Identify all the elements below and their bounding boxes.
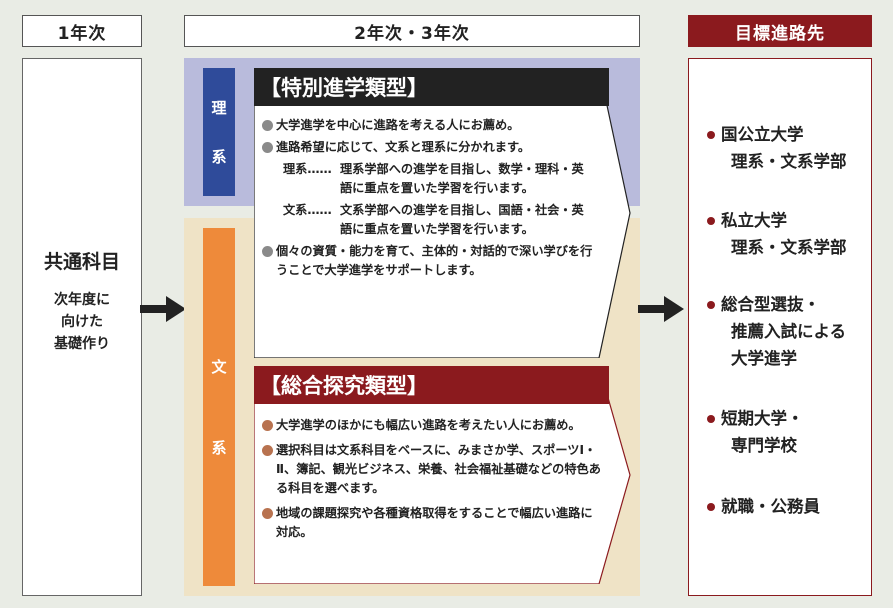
destination-item: 国公立大学 理系・文系学部 [707,121,847,175]
bullet-icon [262,445,273,456]
bullet-icon [707,415,715,423]
list-item: 文系…… 文系学部への進学を目指し、国語・社会・英語に重点を置いた学習を行います… [283,203,584,236]
destination-item: 私立大学 理系・文系学部 [707,207,847,261]
list-item: 大学進学を中心に進路を考える人にお薦め。 [262,116,604,135]
list-item: 地域の課題探究や各種資格取得をすることで幅広い進路に対応。 [262,504,604,542]
header-goal: 目標進路先 [688,15,872,47]
tokubetsu-title: 【特別進学類型】 [254,68,609,106]
list-item: 選択科目は文系科目をベースに、みまさか学、スポーツⅠ・Ⅱ、簿記、観光ビジネス、栄… [262,441,604,498]
humanities-track-label: 文 系 [203,228,235,586]
header-year1: 1年次 [22,15,142,47]
bullet-icon [707,131,715,139]
sogo-title: 【総合探究類型】 [254,366,609,404]
sogo-panel: 【総合探究類型】 大学進学のほかにも幅広い進路を考えたい人にお薦め。 選択科目は… [254,366,634,584]
arrow-right-icon [638,296,684,322]
destination-item: 短期大学・ 専門学校 [707,405,804,459]
list-item: 理系…… 理系学部への進学を目指し、数学・理科・英語に重点を置いた学習を行います… [283,162,584,195]
year1-subtitle: 次年度に 向けた 基礎作り [54,292,110,352]
science-track-label: 理 系 [203,68,235,196]
year1-box: 共通科目 次年度に 向けた 基礎作り [22,58,142,596]
bullet-icon [262,120,273,131]
list-item: 個々の資質・能力を育て、主体的・対話的で深い学びを行うことで大学進学をサポートし… [262,242,604,280]
bullet-icon [707,503,715,511]
bullet-icon [707,301,715,309]
bullet-icon [262,508,273,519]
destinations-box: 国公立大学 理系・文系学部 私立大学 理系・文系学部 総合型選抜・ 推薦入試によ… [688,58,872,596]
bullet-icon [262,420,273,431]
arrow-right-icon [140,296,186,322]
list-item: 進路希望に応じて、文系と理系に分かれます。 [262,138,604,157]
bullet-icon [707,217,715,225]
list-item: 大学進学のほかにも幅広い進路を考えたい人にお薦め。 [262,416,604,435]
destination-item: 就職・公務員 [707,493,820,520]
sogo-panel-shape [254,366,631,584]
tokubetsu-panel-shape [254,68,631,358]
tokubetsu-panel: 【特別進学類型】 大学進学を中心に進路を考える人にお薦め。 進路希望に応じて、文… [254,68,634,358]
header-year23: 2年次・3年次 [184,15,640,47]
year1-title: 共通科目 [43,251,120,273]
destination-item: 総合型選抜・ 推薦入試による 大学進学 [707,291,846,372]
bullet-icon [262,142,273,153]
bullet-icon [262,246,273,257]
